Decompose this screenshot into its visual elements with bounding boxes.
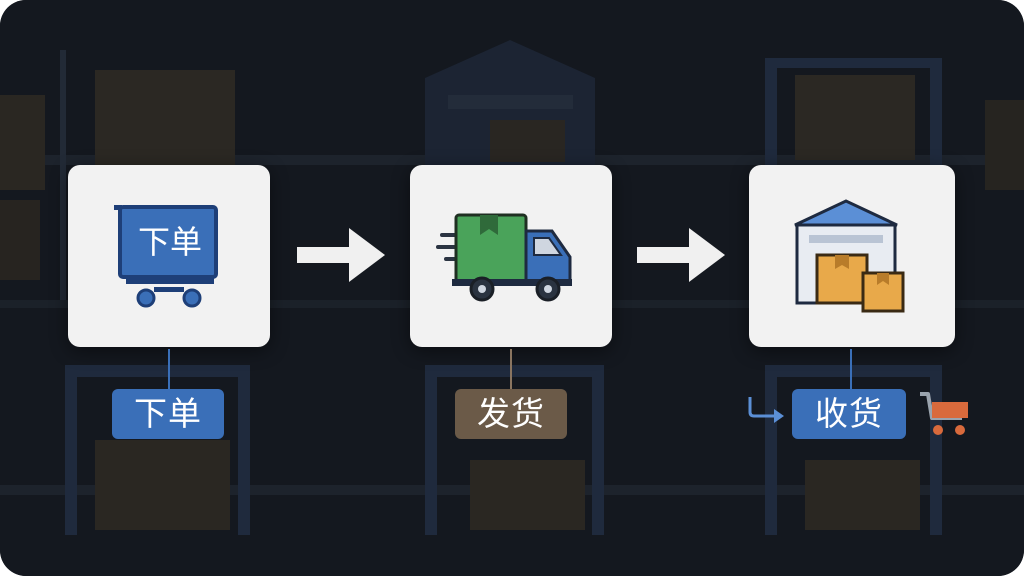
step-label-order: 下单 (112, 389, 224, 439)
connector-line (168, 349, 170, 389)
warehouse-boxes-icon (794, 199, 905, 313)
connector-line (850, 349, 852, 389)
cart-small-icon (920, 392, 968, 435)
connector-line (510, 349, 512, 389)
step-card-receive (749, 165, 955, 347)
arrow-right-icon (297, 228, 385, 282)
step-card-ship (410, 165, 612, 347)
shopping-cart-icon (114, 205, 218, 308)
curved-arrow-icon (748, 397, 784, 423)
step-label-ship: 发货 (455, 389, 567, 439)
delivery-truck-icon (436, 213, 572, 302)
step-card-order: 下单 (68, 165, 270, 347)
arrow-right-icon (637, 228, 725, 282)
step-label-receive: 收货 (792, 389, 906, 439)
cart-icon-text: 下单 (137, 223, 202, 261)
